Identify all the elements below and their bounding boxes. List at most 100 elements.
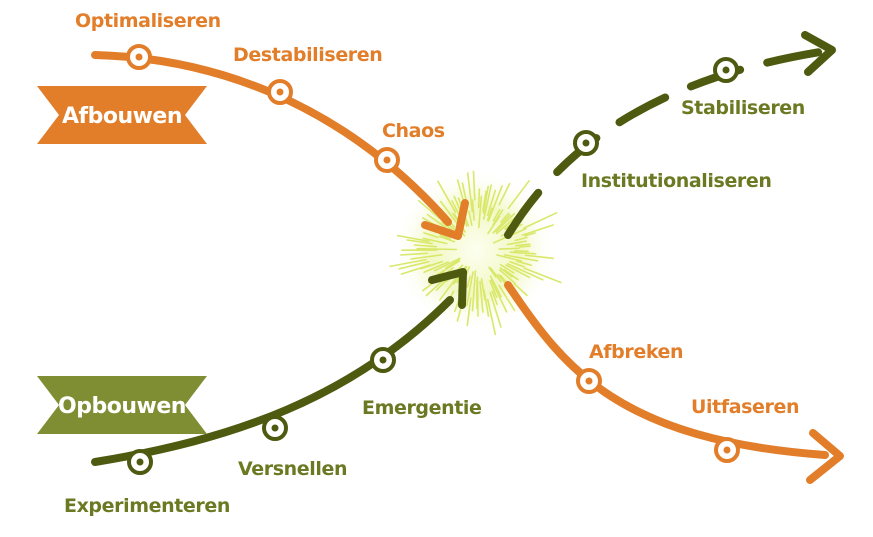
marker-emergentie [370,347,396,373]
burst-ray [503,254,539,262]
opbouwen-arrowhead-center [428,268,467,309]
label-institutionaliseren: Institutionaliseren [581,170,772,192]
burst-ray [423,261,450,274]
label-chaos: Chaos [382,120,445,142]
burst-ray [400,264,431,275]
marker-versnellen [262,415,288,441]
burst-ray [471,270,477,312]
burst-ray [482,190,487,212]
label-stabiliseren: Stabiliseren [681,97,805,119]
burst-ray [509,251,537,255]
burst-ray [513,283,528,297]
burst-ray [466,271,474,307]
afbouwen-arrowhead-center [421,199,469,240]
label-emergentie: Emergentie [362,397,482,419]
burst-ray [396,234,430,243]
banner-afbouwen-label: Afbouwen [62,104,182,129]
burst-ray [498,284,516,312]
burst-ray [489,275,502,298]
banner-afbouwen: Afbouwen [37,86,207,144]
burst-ray [486,207,493,222]
burst-ray [426,213,447,229]
marker-institutionaliseren [573,130,599,156]
burst-ray [466,297,472,327]
label-experimenteren: Experimenteren [64,495,230,517]
burst-ray [466,172,474,213]
burst-ray [503,268,519,281]
marker-stabiliseren [713,57,739,83]
burst-ray [399,252,428,256]
burst-ray [444,259,461,269]
burst-ray [482,185,490,214]
burst-ray [491,290,498,306]
burst-ray [471,199,476,221]
burst-ray [498,269,517,285]
opbouwen-curve-upper-dashed [504,48,824,239]
burst-ray [486,189,497,216]
burst-ray [406,239,433,245]
burst-ray [489,279,498,299]
burst-ray [514,243,531,247]
burst-ray [524,254,554,260]
burst-ray [524,232,536,237]
label-afbreken: Afbreken [589,341,683,363]
label-optimaliseren: Optimaliseren [75,10,221,32]
burst-ray [486,298,497,336]
burst-ray [417,199,441,219]
afbouwen-curve-lower [504,281,829,459]
burst-ray [522,212,558,229]
burst-ray [518,245,531,248]
burst-ray [490,279,508,313]
burst-ray [482,184,493,220]
marker-experimenteren [127,449,153,475]
burst-ray [472,170,476,201]
burst-ray [487,215,501,235]
label-destabiliseren: Destabiliseren [233,44,382,66]
burst-ray [468,210,473,226]
burst-ray [433,257,461,272]
burst-ray [437,180,457,213]
burst-ray [499,263,515,274]
banner-opbouwen-label: Opbouwen [58,394,186,419]
burst-ray [492,209,501,222]
burst-ray [489,267,502,283]
opbouwen-arrowhead-end [801,31,836,76]
burst-ray [413,244,438,248]
burst-ray [496,254,523,262]
burst-ray [479,280,484,313]
burst-ray [416,247,458,251]
burst-ray [521,224,555,236]
burst-ray [488,266,497,278]
burst-ray [514,236,528,242]
burst-ray [487,185,503,222]
burst-ray [506,240,527,246]
burst-ray [489,291,502,328]
burst-ray [477,195,483,229]
banner-opbouwen: Opbouwen [37,376,207,434]
marker-uitfaseren [714,437,740,463]
burst-ray [480,278,486,301]
burst-ray [477,188,481,209]
marker-optimaliseren [126,44,152,70]
marker-chaos [374,147,400,173]
burst-ray [500,212,510,223]
burst-ray [438,235,456,243]
burst-ray [466,275,471,288]
burst-ray [398,260,430,270]
burst-ray [439,200,458,224]
label-versnellen: Versnellen [238,458,347,480]
burst-ray [456,179,465,202]
burst-ray [423,232,439,239]
burst-ray [505,264,531,279]
marker-afbreken [576,368,602,394]
burst-ray [506,262,544,281]
burst-ray [425,278,445,297]
burst-ray [422,237,448,245]
marker-destabiliseren [267,79,293,105]
afbouwen-arrowhead-end [806,429,844,484]
label-uitfaseren: Uitfaseren [691,396,799,418]
burst-ray [516,260,533,267]
burst-ray [498,247,520,250]
burst-ray [523,267,562,284]
